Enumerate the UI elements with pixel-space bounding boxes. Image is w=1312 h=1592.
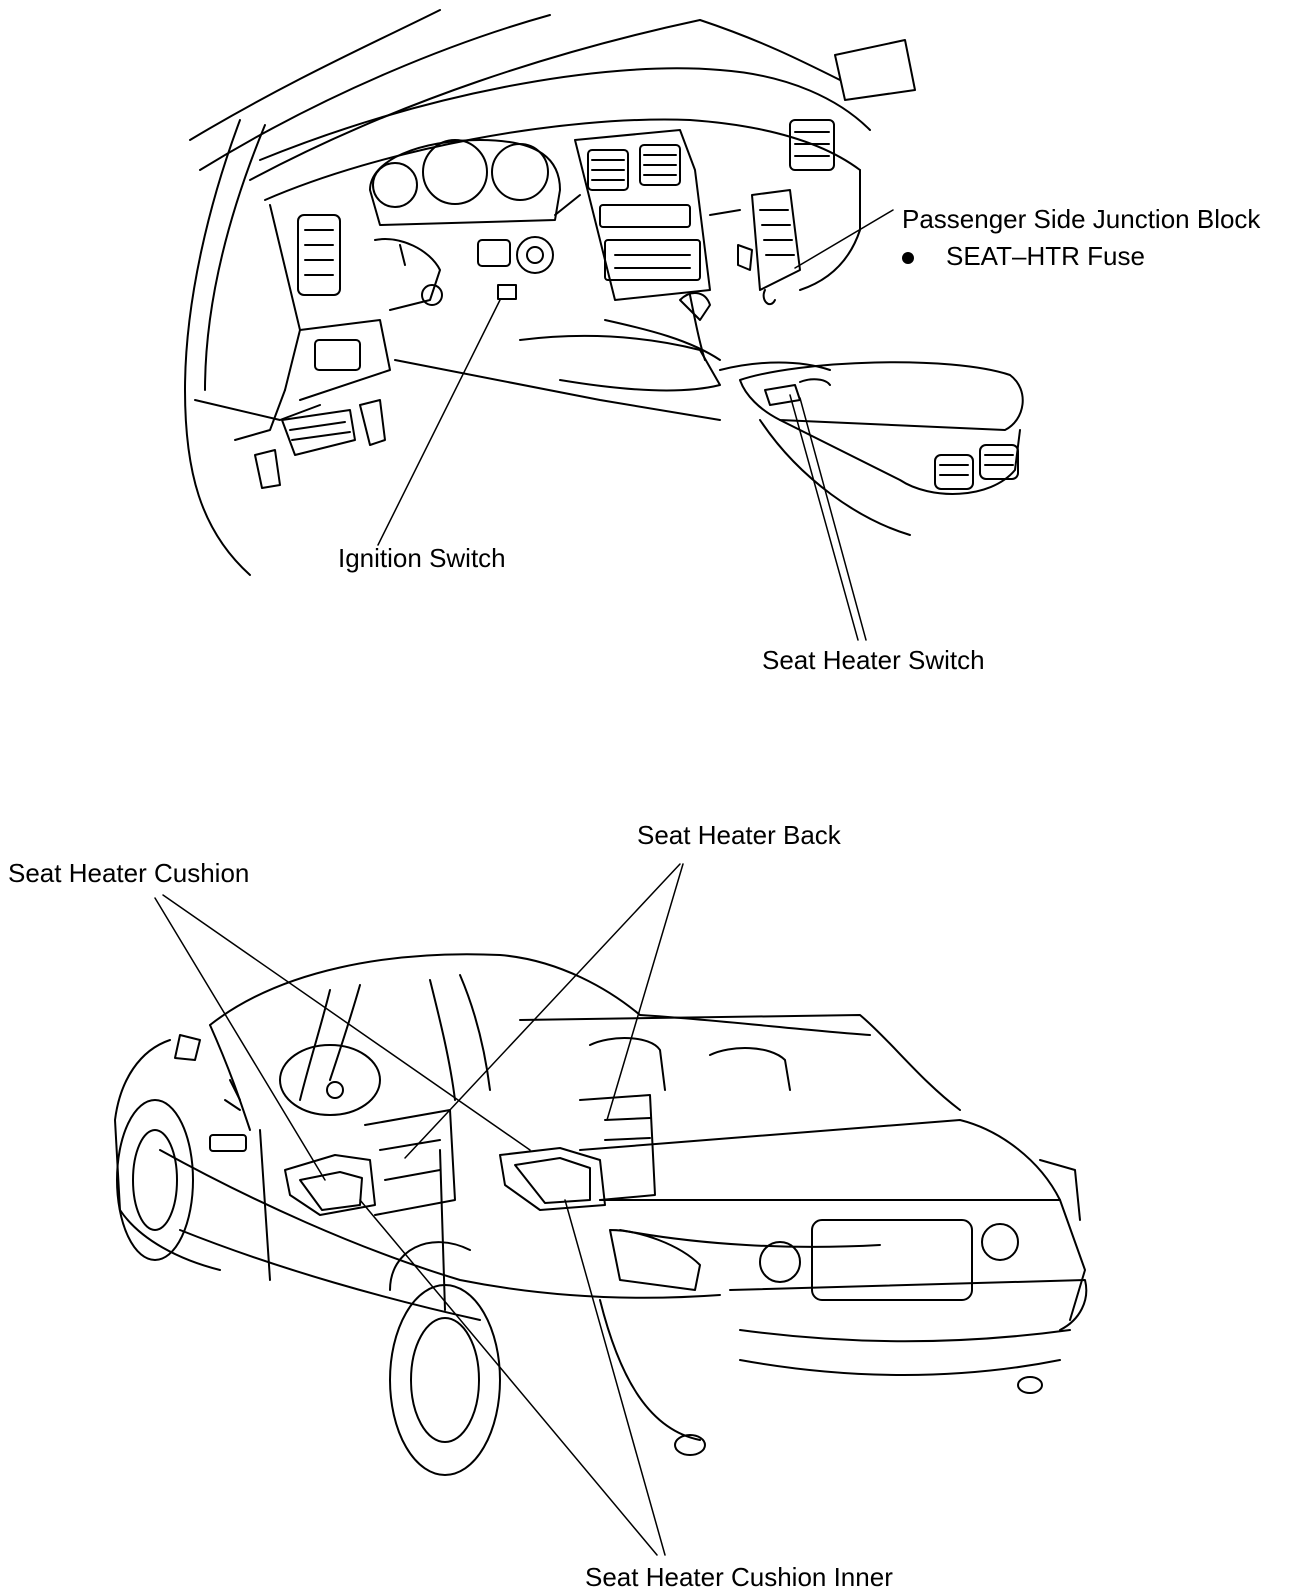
junction-block-label: Passenger Side Junction Block: [902, 204, 1261, 234]
car-illustration: [114, 953, 1088, 1476]
bottom-leader-lines: [154, 863, 684, 1556]
bullet-icon: [902, 252, 914, 265]
seat-heater-cushion-label: Seat Heater Cushion: [8, 858, 250, 888]
seat-heater-cushion-inner-label: Seat Heater Cushion Inner: [585, 1562, 893, 1592]
fuse-label-row: SEAT–HTR Fuse: [902, 243, 1145, 269]
seat-heater-back-label: Seat Heater Back: [637, 820, 841, 850]
seat-heater-switch-label: Seat Heater Switch: [762, 645, 985, 675]
ignition-switch-label: Ignition Switch: [338, 543, 506, 573]
top-leader-lines: [377, 209, 894, 641]
dashboard-illustration: [184, 9, 1024, 576]
fuse-label: SEAT–HTR Fuse: [946, 241, 1145, 271]
